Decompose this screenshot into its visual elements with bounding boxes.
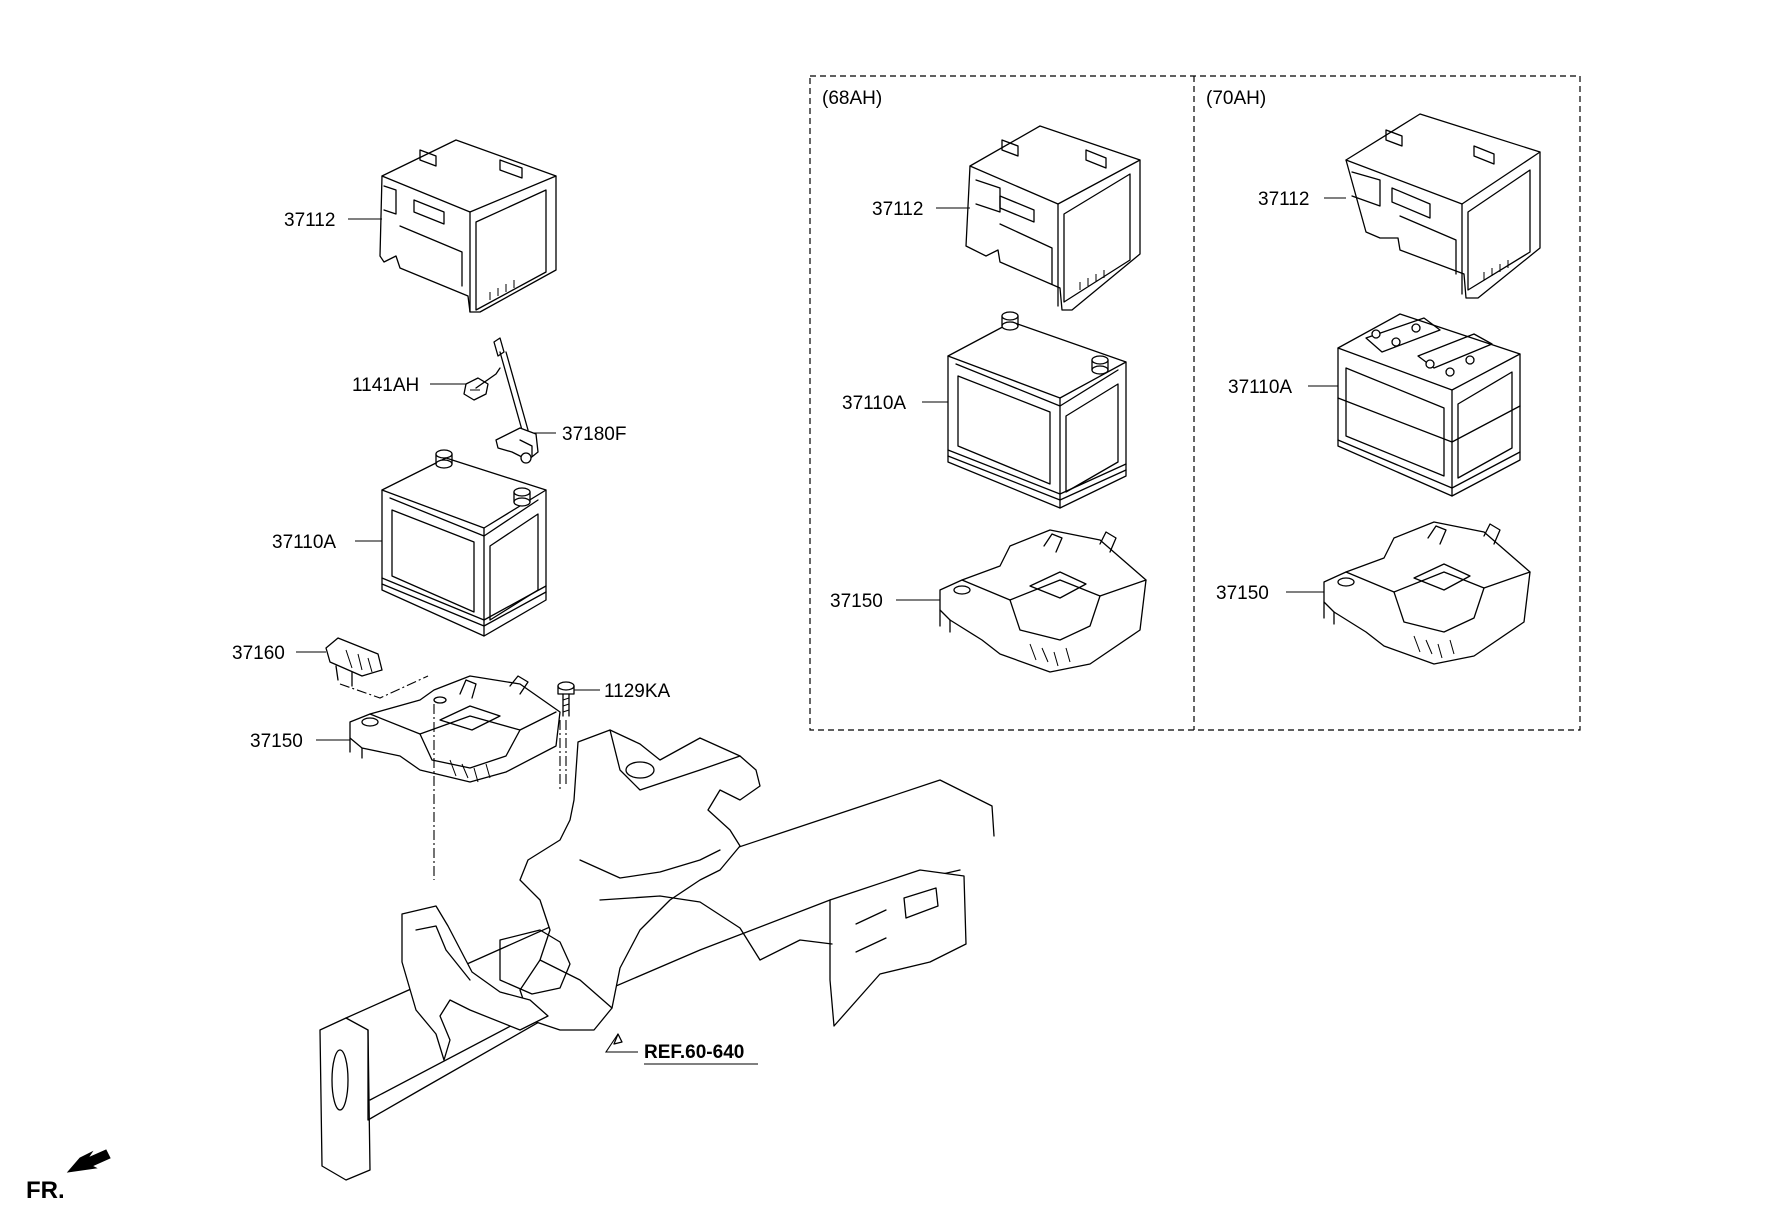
battery-drawing [381,449,547,637]
front-indicator: FR. [26,1149,111,1204]
body-structure-drawing [319,729,995,1181]
label-68ah-cover: 37112 [872,199,923,220]
battery-70ah-drawing [1337,313,1521,497]
tray-drawing [349,675,561,880]
variant-70ah-header: (70AH) [1206,88,1266,109]
variant-68ah-header: (68AH) [822,88,882,109]
variant-70ah-labels: (70AH) 37112 37110A 37150 [1206,88,1309,604]
label-bolt-1129ka: 1129KA [604,681,671,702]
label-cover: 37112 [284,210,335,231]
battery-cover-drawing [379,139,557,313]
battery-68ah-drawing [947,311,1127,509]
reference-callout: REF.60-640 [644,1042,758,1065]
insulator-drawing [325,637,429,699]
cover-70ah-drawing [1345,113,1541,299]
cover-68ah-drawing [965,125,1141,311]
reference-label: REF.60-640 [644,1042,744,1063]
label-battery: 37110A [272,532,336,553]
variant-frame [809,75,1581,731]
label-insulator: 37160 [232,643,285,664]
variant-68ah-labels: (68AH) 37112 37110A 37150 [822,88,923,612]
leader-lines [296,197,1346,1053]
label-bolt-1141ah: 1141AH [352,375,419,396]
bolt-1129ka-drawing [557,681,575,786]
label-clamp: 37180F [562,424,626,445]
label-70ah-tray: 37150 [1216,583,1269,604]
label-68ah-battery: 37110A [842,393,906,414]
label-70ah-battery: 37110A [1228,377,1292,398]
front-label: FR. [26,1177,65,1204]
label-68ah-tray: 37150 [830,591,883,612]
tray-68ah-drawing [939,529,1147,673]
label-70ah-cover: 37112 [1258,189,1309,210]
main-labels: 37112 1141AH 37180F 37110A 37160 1129KA … [232,210,671,752]
front-arrow-icon [66,1149,111,1173]
label-tray: 37150 [250,731,303,752]
clamp-rod-drawing [463,337,539,464]
tray-70ah-drawing [1323,521,1531,665]
